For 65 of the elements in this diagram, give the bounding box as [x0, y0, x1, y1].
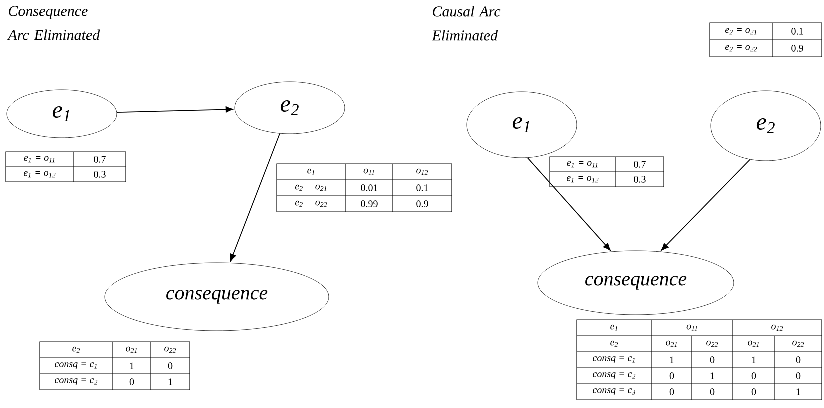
table-cell: 1 [752, 356, 756, 364]
table-cell: o$_{22}$ [706, 340, 718, 348]
table-cell: 0.9 [792, 45, 804, 52]
table-cell: e$_{2}$ = o$_{22}$ [295, 200, 328, 208]
arrow [527, 158, 611, 251]
table-cell: 1 [710, 372, 714, 380]
table-cell: 0.9 [416, 200, 428, 208]
heading: Consequence Arc Eliminated [7, 6, 100, 40]
table-cell: 0 [670, 372, 674, 380]
table-cell: e$_{2}$ = o$_{21}$ [295, 184, 327, 192]
table-cell: 1 [130, 362, 134, 370]
heading: Causal Arc Eliminated [432, 6, 501, 41]
table-cell: e$_{1}$ = o$_{12}$ [24, 171, 56, 178]
table-cell: 0.1 [792, 28, 804, 35]
table-cell: 0.99 [361, 200, 378, 208]
table-cell: consq = c$_{3}$ [593, 388, 636, 396]
table-cell: 0.3 [94, 171, 106, 178]
table-cell: o$_{21}$ [126, 346, 137, 354]
table-cell: consq = c$_{2}$ [593, 372, 636, 380]
table-cell: consq = c$_{1}$ [593, 356, 635, 364]
table-cell: e$_{2}$ = o$_{21}$ [725, 28, 757, 35]
table-cell: e$_{2}$ [72, 346, 80, 354]
table-cell: 0.7 [634, 161, 646, 168]
arrow [116, 106, 234, 113]
table-cell: 0 [710, 356, 715, 364]
ellipse-node: e$_{1}$ [6, 90, 118, 138]
table-cell: e$_{1}$ = o$_{11}$ [24, 156, 55, 163]
table-cell: e$_{2}$ = o$_{22}$ [725, 45, 758, 52]
table-cell: 1 [670, 356, 674, 364]
table-cell: 0.1 [416, 184, 428, 192]
table-cell: 0 [796, 372, 801, 380]
table-cell: 0.3 [634, 176, 646, 183]
table-cell: o$_{12}$ [772, 324, 784, 332]
table-cell: 0 [670, 388, 674, 396]
ellipse-node: consequence [538, 250, 734, 316]
table-cell: 1 [168, 378, 172, 386]
table-cell: e$_{1}$ [308, 168, 314, 176]
table-cell: e$_{1}$ [610, 324, 618, 332]
table-cell: e$_{1}$ = o$_{11}$ [567, 161, 598, 168]
table-cell: 0.01 [361, 184, 378, 192]
table-cell: 0 [130, 378, 134, 386]
table-cell: o$_{12}$ [416, 168, 428, 176]
table-cell: o$_{22}$ [792, 340, 804, 348]
table-cell: 0 [168, 362, 173, 370]
table-cell: 1 [796, 388, 800, 396]
ellipse-node: e$_{2}$ [234, 82, 346, 134]
ellipse-node: consequence [104, 262, 330, 332]
ellipse-node: e$_{2}$ [710, 90, 822, 162]
table-cell: o$_{21}$ [666, 340, 677, 348]
table-cell: 0.7 [94, 156, 106, 163]
table-cell: consq = c$_{2}$ [55, 378, 98, 386]
table-cell: e$_{2}$ [610, 340, 618, 348]
table-cell: 0 [752, 388, 756, 396]
table-cell: consq = c$_{1}$ [55, 362, 97, 370]
table-cell: o$_{11}$ [364, 168, 374, 176]
table-cell: 0 [796, 356, 801, 364]
table-cell: o$_{11}$ [686, 324, 698, 332]
ellipse-node: e$_{1}$ [466, 92, 578, 158]
table-cell: e$_{1}$ = o$_{12}$ [566, 176, 599, 183]
arrow [230, 133, 280, 262]
table-cell: o$_{21}$ [748, 340, 759, 348]
table-cell: o$_{22}$ [164, 346, 176, 354]
table-cell: 0 [710, 388, 715, 396]
table-cell: 0 [752, 372, 756, 380]
arrow [661, 159, 751, 251]
